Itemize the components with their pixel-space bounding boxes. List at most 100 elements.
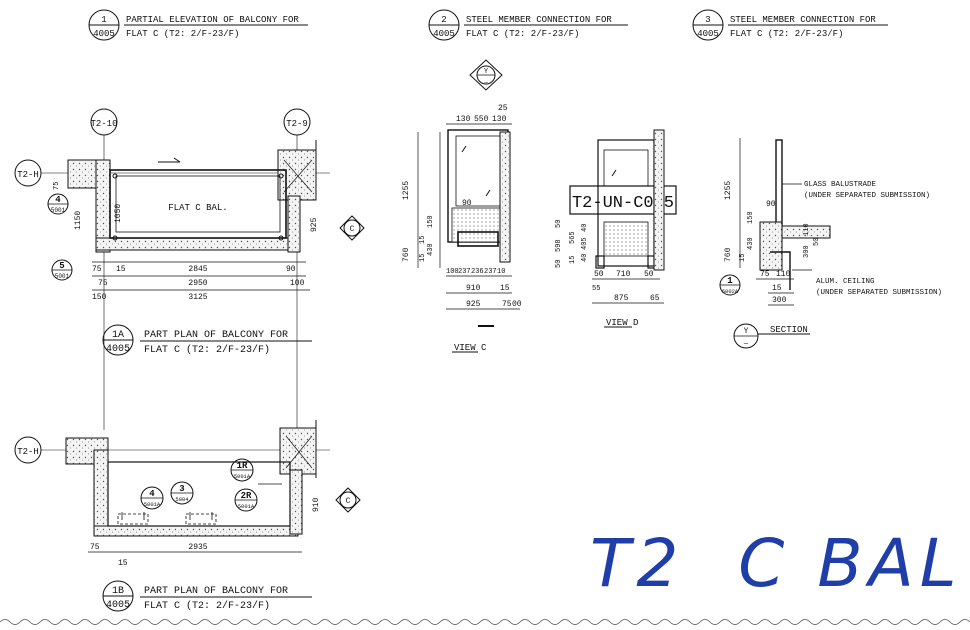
dim-15: 15	[116, 265, 126, 274]
callout-c-1: C	[350, 225, 355, 234]
title-1a-line2: FLAT C (T2: 2/F-23/F)	[144, 344, 270, 356]
title-1a-line1: PART PLAN OF BALCONY FOR	[144, 330, 288, 341]
title-3-sheet: 4005	[697, 29, 719, 39]
view-c-dim-15b: 15	[419, 254, 427, 262]
view-c: Y — 130 550 130 25 90 1255 760 150 430 1…	[402, 59, 522, 353]
view-c-dim-760: 760	[402, 247, 411, 262]
view-d-dim-40a: 40	[581, 224, 589, 232]
section-note2-line2: (UNDER SEPARATED SUBMISSION)	[816, 289, 942, 297]
section-dim-110a: 110	[803, 223, 811, 236]
title-1b-sheet: 4005	[106, 600, 130, 611]
title-block-1b: 1B 4005 PART PLAN OF BALCONY FOR FLAT C …	[102, 580, 312, 612]
title-block-2: 2 4005 STEEL MEMBER CONNECTION FOR FLAT …	[428, 9, 628, 41]
section-dim-300b: 300	[772, 296, 787, 305]
title-block-1: 1 4005 PARTIAL ELEVATION OF BALCONY FOR …	[88, 9, 308, 41]
section-dim-1255: 1255	[724, 181, 733, 200]
view-d-dim-50d: 50	[644, 270, 654, 279]
view-c-dim-925: 925	[466, 300, 481, 309]
view-d-dim-40b: 40	[581, 254, 589, 262]
title-2-sheet: 4005	[433, 29, 455, 39]
section-marker-letter: Y	[744, 327, 749, 336]
plan2-dim-15: 15	[118, 559, 128, 568]
dim-150: 150	[92, 293, 107, 302]
view-d-dim-65: 65	[650, 294, 660, 303]
grid-label-t2-h-2: T2-H	[17, 447, 39, 457]
view-c-dim-910: 910	[466, 284, 481, 293]
section-dim-90: 90	[766, 200, 776, 209]
section-dim-15b: 15	[772, 284, 782, 293]
section-dim-75: 75	[760, 270, 770, 279]
plan2-tag-3-num: 3	[179, 484, 184, 494]
title-1b-line2: FLAT C (T2: 2/F-23/F)	[144, 600, 270, 612]
tag-5-num: 5	[59, 261, 64, 271]
plan2-tag-4-ref: 5001A	[144, 501, 161, 508]
view-d-dim-565: 565	[569, 231, 577, 244]
title-1b-num: 1B	[112, 586, 124, 597]
view-c-dim-00: 00	[512, 300, 522, 309]
view-c-label: VIEW C	[454, 343, 487, 353]
dim-90: 90	[286, 265, 296, 274]
view-c-dim-130a: 130	[456, 115, 471, 124]
view-d-dim-50a: 50	[555, 260, 563, 268]
dim-3125: 3125	[188, 293, 207, 302]
title-2-num: 2	[441, 15, 446, 25]
tag-5-ref: 5001	[55, 273, 70, 280]
view-c-dim-100: 100	[446, 268, 459, 276]
section-dim-110b: 110	[776, 270, 791, 279]
title-3-num: 3	[705, 15, 710, 25]
view-c-marker: Y	[484, 68, 489, 76]
dim-100: 100	[290, 279, 305, 288]
view-c-dim-150: 150	[427, 215, 435, 228]
plan2-tag-1r-num: 1R	[237, 461, 248, 471]
section-note1-line1: GLASS BALUSTRADE	[804, 181, 877, 189]
title-block-1a: 1A 4005 PART PLAN OF BALCONY FOR FLAT C …	[102, 324, 312, 356]
dim-1050: 1050	[114, 204, 123, 223]
plan2-dim-910: 910	[312, 497, 321, 512]
title-2-line1: STEEL MEMBER CONNECTION FOR	[466, 15, 612, 25]
view-d-dim-710: 710	[616, 270, 631, 279]
view-d-dim-15: 15	[569, 256, 577, 264]
view-c-dim-10: 10	[497, 268, 505, 276]
title-3-line2: FLAT C (T2: 2/F-23/F)	[730, 29, 843, 39]
view-c-dim-75: 75	[502, 300, 512, 309]
section-dim-300a: 300	[803, 245, 811, 258]
grid-label-t2-10: T2-10	[90, 119, 117, 129]
title-3-line1: STEEL MEMBER CONNECTION FOR	[730, 15, 876, 25]
plan2-tag-2r-ref: 5001A	[238, 503, 255, 510]
section-view: 1255 760 15 430 150 90 300 110 50 75 110…	[719, 138, 942, 349]
view-d-dim-598: 598	[555, 239, 563, 252]
title-1-sheet: 4005	[93, 29, 115, 39]
view-c-dim-237b: 237	[484, 268, 497, 276]
svg-text:—: —	[743, 340, 749, 348]
view-d-dim-55: 55	[592, 285, 600, 293]
view-c-dim-130b: 130	[492, 115, 507, 124]
view-c-dim-1255: 1255	[402, 181, 411, 200]
torn-edge	[0, 619, 970, 625]
dim-75-b: 75	[98, 279, 108, 288]
callout-c-2: C	[346, 497, 351, 506]
plan2-tag-4-num: 4	[149, 489, 155, 499]
section-dim-760: 760	[724, 247, 733, 262]
title-1-line2: FLAT C (T2: 2/F-23/F)	[126, 29, 239, 39]
plan2-dim-75: 75	[90, 543, 100, 552]
section-label: SECTION	[770, 325, 808, 335]
title-1a-num: 1A	[112, 330, 124, 341]
dim-925: 925	[310, 217, 319, 232]
view-d-dim-50b: 50	[555, 220, 563, 228]
svg-text:—: —	[483, 79, 488, 86]
tag-4-num: 4	[55, 195, 61, 205]
plan2-tag-2r-num: 2R	[241, 491, 252, 501]
view-c-dim-430: 430	[427, 243, 435, 256]
plan2-tag-1r-ref: 5001A	[234, 473, 251, 480]
view-c-dim-237a: 237	[458, 268, 471, 276]
grid-label-t2-h: T2-H	[17, 170, 39, 180]
title-1-num: 1	[101, 15, 106, 25]
title-1-line1: PARTIAL ELEVATION OF BALCONY FOR	[126, 15, 299, 25]
dim-75-a: 75	[92, 265, 102, 274]
title-block-3: 3 4005 STEEL MEMBER CONNECTION FOR FLAT …	[692, 9, 888, 41]
dim-2845: 2845	[188, 265, 207, 274]
view-c-dim-90: 90	[462, 199, 472, 208]
view-c-dim-550: 550	[474, 115, 489, 124]
